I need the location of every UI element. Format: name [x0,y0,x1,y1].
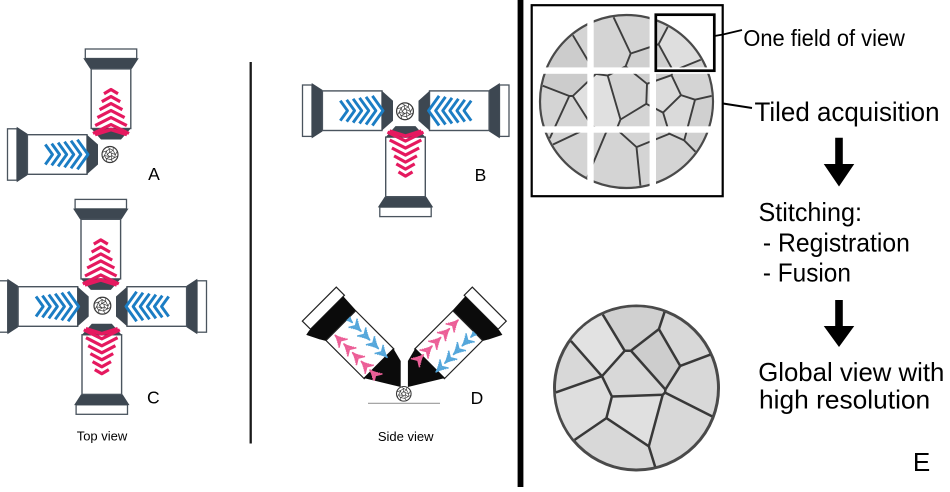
svg-text:Tiled acquisition: Tiled acquisition [755,97,940,127]
svg-text:Top view: Top view [77,428,128,443]
svg-text:Side view: Side view [378,429,434,444]
svg-text:Stitching:: Stitching: [759,197,863,227]
svg-text:- Registration: - Registration [763,227,910,257]
svg-text:high resolution: high resolution [759,385,930,415]
svg-text:B: B [475,165,487,185]
svg-text:- Fusion: - Fusion [763,258,851,288]
svg-text:E: E [913,447,930,477]
svg-text:D: D [471,388,484,408]
svg-text:A: A [148,164,160,184]
svg-text:Global view with: Global view with [758,357,944,387]
svg-text:C: C [147,388,160,408]
svg-text:One field of view: One field of view [743,25,905,51]
